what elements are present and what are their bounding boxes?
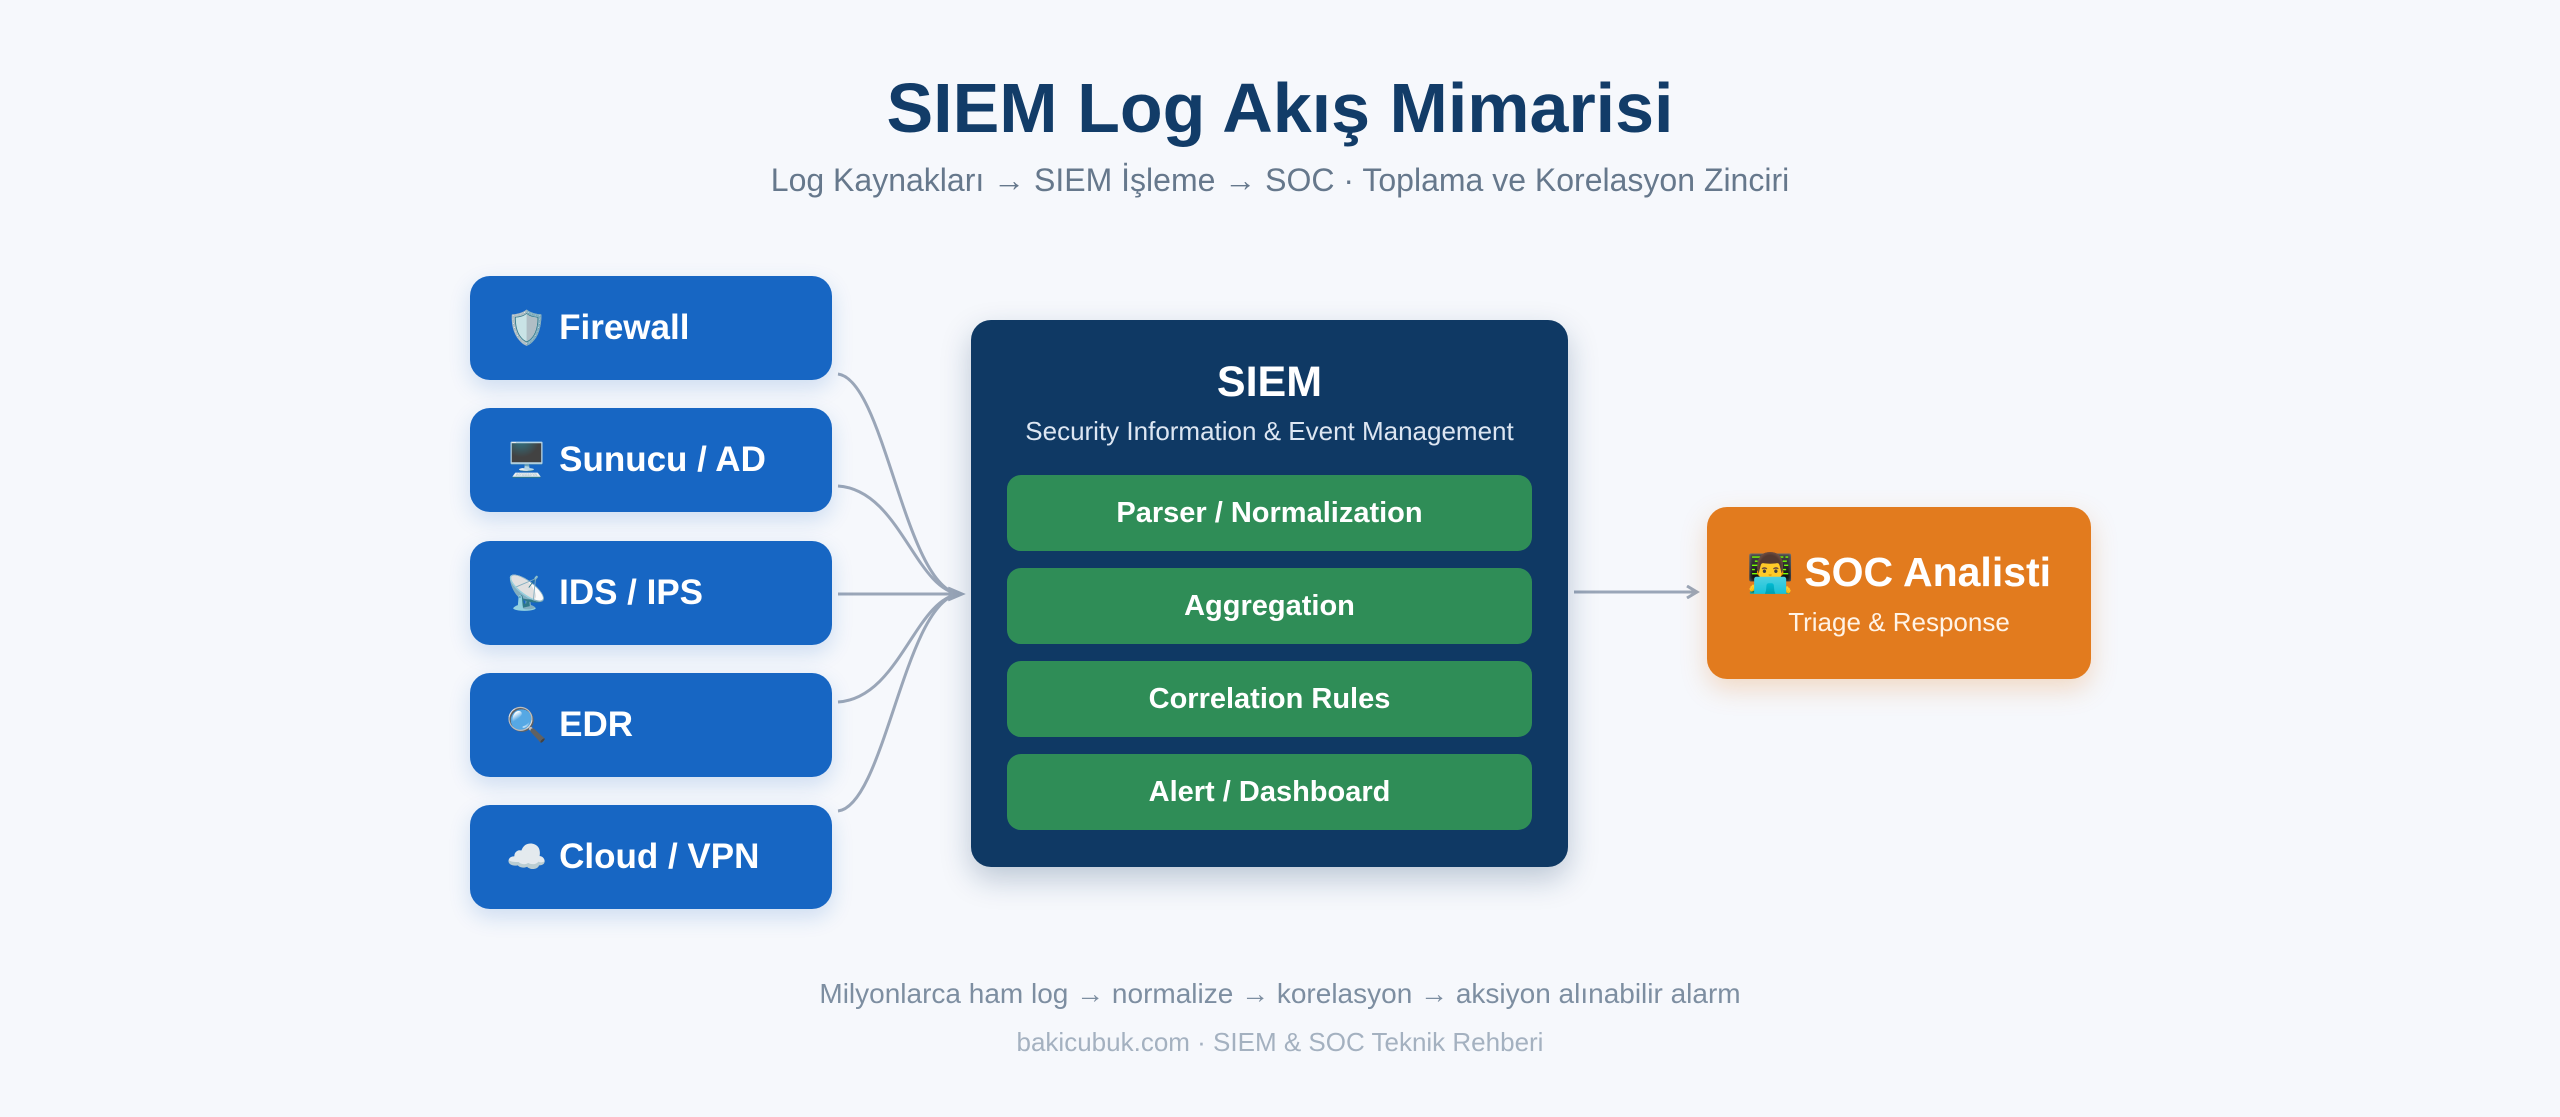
siem-subtitle: Security Information & Event Management [1025, 416, 1514, 446]
source-ids-ips: 📡 IDS / IPS [470, 541, 832, 645]
stage-aggregation: Aggregation [1007, 568, 1532, 644]
stage-parser: Parser / Normalization [1007, 475, 1532, 551]
technologist-icon: 👨‍💻 [1746, 551, 1795, 595]
connector-cloud [837, 592, 961, 813]
source-edr: 🔍 EDR [470, 673, 832, 777]
connector-sunucu [837, 484, 961, 596]
soc-box: 👨‍💻SOC Analisti Triage & Response [1707, 507, 2091, 679]
source-firewall: 🛡️ Firewall [470, 276, 832, 380]
cloud-icon: ☁️ [506, 837, 548, 876]
source-label: Cloud / VPN [559, 837, 760, 876]
stage-correlation: Correlation Rules [1007, 661, 1532, 737]
page-title: SIEM Log Akış Mimarisi [886, 69, 1674, 147]
source-sunucu-ad: 🖥️ Sunucu / AD [470, 408, 832, 512]
soc-subtitle: Triage & Response [1788, 607, 2010, 637]
connector-firewall [837, 372, 961, 596]
source-label: IDS / IPS [559, 573, 704, 612]
source-cloud-vpn: ☁️ Cloud / VPN [470, 805, 832, 909]
stage-alert: Alert / Dashboard [1007, 754, 1532, 830]
shield-icon: 🛡️ [506, 308, 548, 347]
credit-caption: bakicubuk.com · SIEM & SOC Teknik Rehber… [1016, 1027, 1544, 1057]
flow-caption: Milyonlarca ham log → normalize → korela… [819, 978, 1741, 1009]
soc-title-row: 👨‍💻SOC Analisti [1707, 549, 2091, 596]
satellite-icon: 📡 [506, 573, 548, 612]
source-label: Sunucu / AD [559, 440, 766, 479]
source-label: Firewall [559, 308, 690, 347]
monitor-icon: 🖥️ [506, 440, 548, 479]
source-label: EDR [559, 705, 633, 744]
siem-title: SIEM [1216, 358, 1323, 406]
page-subtitle: Log Kaynakları → SIEM İşleme → SOC · Top… [770, 162, 1790, 198]
soc-title: SOC Analisti [1804, 549, 2052, 595]
connector-edr [837, 592, 961, 704]
magnifier-icon: 🔍 [506, 705, 548, 744]
siem-box: SIEM Security Information & Event Manage… [971, 320, 1568, 867]
